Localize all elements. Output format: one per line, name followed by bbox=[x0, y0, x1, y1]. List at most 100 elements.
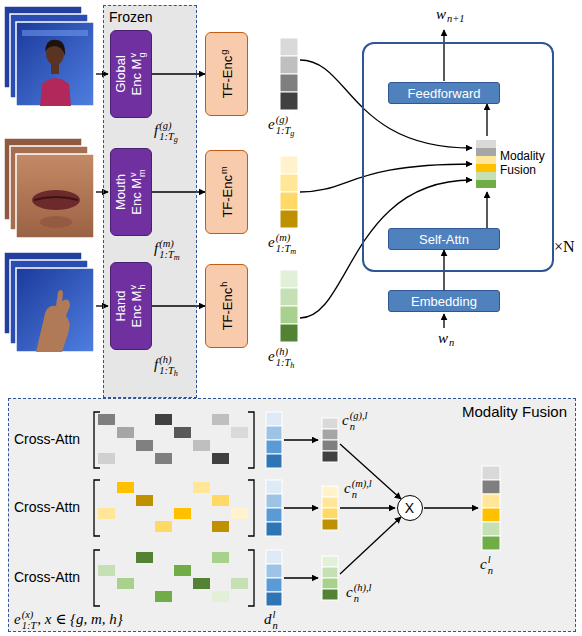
superscript: (h) bbox=[159, 354, 178, 365]
query-vector bbox=[266, 564, 282, 578]
subscript-group: 1:Tg bbox=[276, 125, 295, 139]
subscript: 1:T bbox=[159, 249, 174, 260]
subscript: 1:T bbox=[276, 243, 291, 254]
feature-arrow bbox=[443, 30, 444, 81]
context-vector bbox=[322, 497, 338, 508]
query-vector bbox=[266, 592, 282, 606]
attention-cell bbox=[155, 414, 172, 425]
label-holder: Modality Fusion bbox=[500, 136, 552, 192]
row-label: Cross-Attn bbox=[14, 569, 80, 585]
subscript: g bbox=[137, 52, 147, 57]
subscript: n+1 bbox=[447, 13, 465, 24]
subscript: 1:T bbox=[159, 131, 174, 142]
attention-cell bbox=[155, 453, 172, 464]
attention-cell bbox=[136, 440, 153, 451]
subscript: n bbox=[354, 593, 359, 604]
attention-cell bbox=[212, 453, 229, 464]
embedding-vector bbox=[280, 74, 298, 92]
transformer-encoder-box: TF-Encm bbox=[205, 150, 248, 234]
fusion-arrow bbox=[424, 507, 478, 508]
fusion-arrow bbox=[284, 440, 478, 578]
fusion-arrow bbox=[284, 577, 318, 578]
attention-cell bbox=[193, 578, 210, 589]
fusion-arrow bbox=[340, 444, 401, 499]
context-vector bbox=[322, 519, 338, 530]
script-stack: ln bbox=[273, 609, 278, 631]
math-symbol: c bbox=[480, 556, 487, 572]
subscript: n bbox=[488, 565, 493, 576]
subscript: n bbox=[350, 421, 355, 432]
math-symbol: c bbox=[344, 480, 351, 496]
feature-arrow bbox=[300, 60, 472, 148]
subscript: h bbox=[174, 369, 178, 378]
subscript-group: 1:Tm bbox=[159, 249, 180, 263]
subscript: n bbox=[273, 620, 278, 631]
region-fill bbox=[8, 398, 576, 632]
feature-arrow bbox=[443, 314, 444, 328]
feature-arrow bbox=[300, 164, 472, 192]
input-arrow bbox=[96, 191, 108, 192]
query-vector bbox=[266, 412, 282, 606]
query-vector bbox=[266, 550, 282, 564]
superscript: v bbox=[128, 284, 138, 289]
matrix-bracket bbox=[94, 412, 254, 606]
superscript: v bbox=[128, 52, 138, 57]
attention-cell bbox=[174, 508, 191, 519]
subscript: g bbox=[174, 135, 178, 144]
math-symbol: c bbox=[346, 584, 353, 600]
encoder-box: Global Enc Mvg bbox=[110, 30, 152, 118]
subscript: h bbox=[137, 284, 147, 289]
attention-cell bbox=[98, 508, 115, 519]
attention-cell bbox=[98, 453, 115, 464]
superscript: (h),l bbox=[354, 582, 372, 593]
hand-frames bbox=[36, 300, 70, 352]
math-symbol: w bbox=[436, 6, 446, 22]
embedding-vector bbox=[280, 174, 298, 192]
context-vector bbox=[322, 418, 338, 429]
math-symbol: d bbox=[264, 611, 272, 627]
rotated-label: Hand Enc Mvh bbox=[113, 281, 147, 331]
context-vector bbox=[322, 567, 338, 578]
input-arrow bbox=[96, 305, 108, 306]
context-vector bbox=[322, 589, 338, 600]
embedding-vector bbox=[280, 156, 298, 174]
math-label: c(g),ln bbox=[342, 410, 367, 432]
row-label: Cross-Attn bbox=[14, 499, 80, 515]
row-label: Cross-Attn bbox=[14, 569, 80, 585]
fusion-arrow bbox=[340, 507, 395, 508]
math-label: wn bbox=[438, 330, 454, 349]
attention-cell bbox=[174, 427, 191, 438]
mouth-frames bbox=[16, 154, 94, 238]
rotated-label: TF-Ench bbox=[218, 282, 235, 331]
subscript: h bbox=[290, 361, 294, 370]
math-symbol: e bbox=[14, 611, 21, 627]
script-stack: vg bbox=[128, 52, 147, 57]
fusion-label: Modality Fusion bbox=[500, 150, 552, 178]
layer-box: Self-Attn bbox=[388, 228, 500, 250]
fusion-detail-panel: Modality FusionX bbox=[8, 398, 576, 632]
script-stack: (m)1:Tm bbox=[159, 238, 180, 263]
embedding-vector bbox=[280, 306, 298, 324]
script-stack: vm bbox=[128, 169, 147, 177]
context-vector bbox=[322, 440, 338, 451]
math-symbol: f bbox=[154, 122, 158, 138]
video-frames bbox=[45, 40, 65, 56]
subscript-group: h bbox=[138, 284, 148, 289]
query-vector bbox=[266, 494, 282, 508]
query-vector bbox=[266, 426, 282, 440]
context-vector bbox=[482, 494, 500, 508]
multiply-circle: X bbox=[397, 495, 423, 521]
video-frames bbox=[4, 6, 94, 106]
query-vector bbox=[266, 480, 282, 494]
operator-symbol: X bbox=[405, 501, 414, 515]
context-vector bbox=[482, 480, 500, 494]
subscript-group: g bbox=[138, 52, 148, 57]
query-vector bbox=[266, 508, 282, 522]
attention-cell bbox=[193, 482, 210, 493]
layer-box: Embedding bbox=[388, 290, 500, 312]
context-vector bbox=[482, 522, 500, 536]
math-label: e(g)1:Tg bbox=[268, 114, 294, 139]
attention-cell bbox=[212, 495, 229, 506]
rotated-label: Global Enc Mvg bbox=[113, 49, 147, 99]
